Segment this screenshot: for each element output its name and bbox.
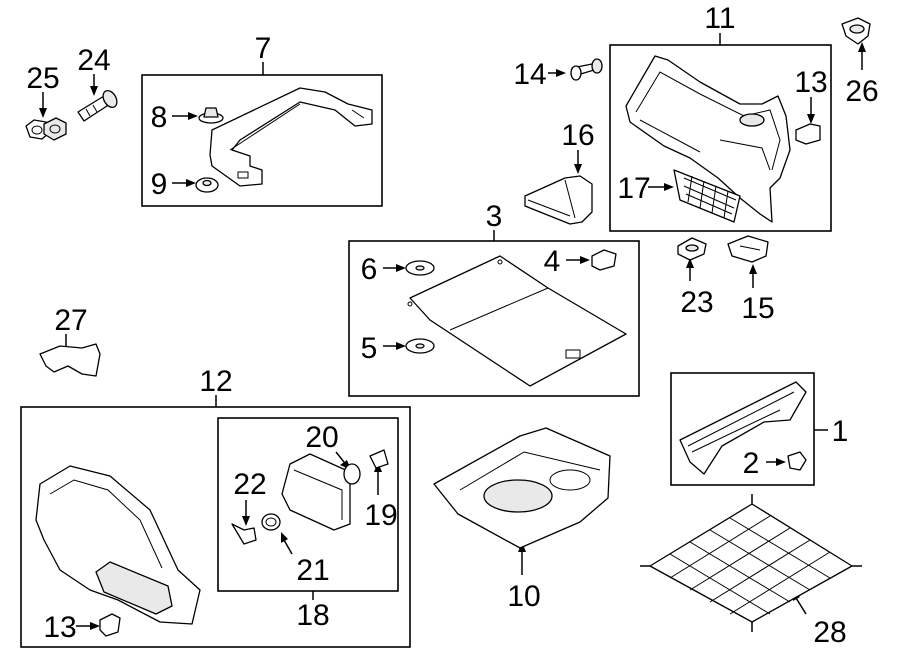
part-11-side-trim-panel [625,55,791,223]
part-21-seal [261,513,281,531]
callout-8: 8 [151,101,168,134]
part-27-bracket [39,343,101,377]
callout-15: 15 [741,292,774,325]
part-25-nut [25,117,67,141]
part-10-spare-wheel-well [433,427,611,549]
part-20-bulb [343,463,361,485]
callout-17: 17 [617,172,650,205]
callout-9: 9 [151,168,168,201]
callout-18: 18 [296,599,329,632]
callout-21: 21 [296,554,329,587]
part-18-lamp-assembly [281,453,351,531]
callout-2: 2 [743,447,760,480]
part-16-trim-panel [524,175,593,225]
callout-27: 27 [54,304,87,337]
part-6-washer [405,260,435,276]
box-group-1 [670,372,815,486]
part-1-sill-plate [679,381,807,475]
box-group-7 [141,74,383,207]
callout-3: 3 [486,200,503,233]
part-13-clip-lower [99,613,121,637]
part-17-storage-net [673,169,741,223]
part-14-bolt [570,58,603,81]
callout-13-lower: 13 [43,611,76,644]
part-26-trim-cap [841,17,871,45]
callout-26: 26 [845,75,878,108]
callout-6: 6 [361,253,378,286]
callout-12: 12 [199,365,232,398]
callout-25: 25 [26,62,59,95]
callout-10: 10 [507,580,540,613]
part-2-clip [787,451,807,471]
arrows [39,42,866,630]
callout-13-upper: 13 [794,66,827,99]
box-group-18 [217,417,399,592]
callout-19: 19 [364,499,397,532]
part-22-connector [231,523,257,545]
part-7-bracket [209,87,373,187]
callout-24: 24 [77,44,110,77]
part-23-clip [677,237,707,261]
callout-11: 11 [704,2,735,35]
callout-28: 28 [813,616,846,649]
part-28-cargo-net [640,494,862,632]
part-4-clip [591,249,617,271]
part-9-clip [195,177,219,193]
callout-23: 23 [680,286,713,319]
part-3-floor-mat [407,255,627,387]
part-24-bushing [77,89,118,122]
part-8-clip [198,107,224,124]
part-15-bracket [727,235,769,263]
callout-20: 20 [305,421,338,454]
part-12-quarter-trim [35,465,201,625]
callout-5: 5 [361,332,378,365]
part-19-socket [369,449,389,469]
callout-16: 16 [561,119,594,152]
callout-1: 1 [832,415,849,448]
callout-4: 4 [544,245,561,278]
part-13-clip-upper [795,123,821,145]
callout-22: 22 [233,468,266,501]
callout-7: 7 [255,32,272,65]
part-5-washer [405,338,435,354]
callout-14: 14 [513,58,546,91]
